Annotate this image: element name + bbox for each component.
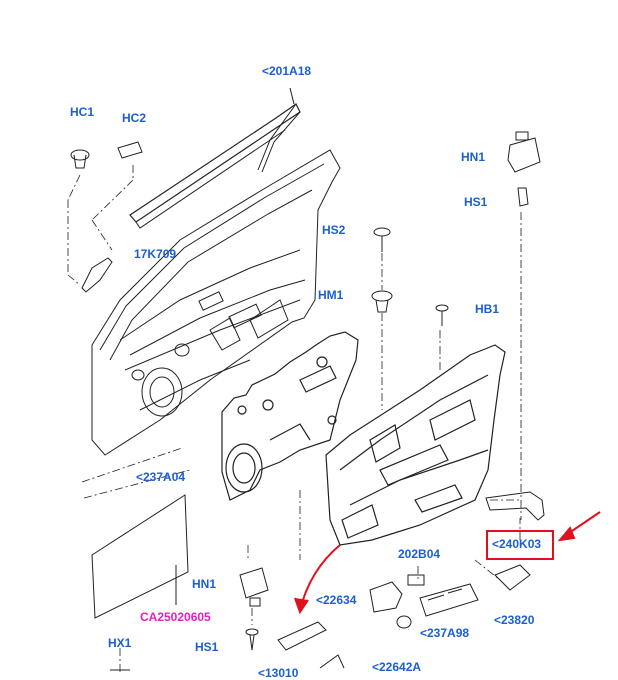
window-run-channel <box>129 87 301 229</box>
label-17k709: 17K709 <box>134 247 177 261</box>
red-arrows <box>294 511 601 615</box>
label-hs2: HS2 <box>322 223 346 237</box>
label-hm1: HM1 <box>318 288 344 302</box>
label-202b04: 202B04 <box>398 547 441 561</box>
label-237a98: <237A98 <box>420 626 470 640</box>
label-22634: <22634 <box>316 593 357 607</box>
label-hs1-bottom: HS1 <box>195 640 219 654</box>
label-hb1: HB1 <box>475 302 500 316</box>
label-hn1-bottom: HN1 <box>192 577 217 591</box>
label-ca25020605: CA25020605 <box>140 610 211 624</box>
label-240k03: <240K03 <box>492 537 542 551</box>
label-hc1: HC1 <box>70 105 95 119</box>
door-glass <box>91 494 189 619</box>
watershield-237a04 <box>221 331 359 501</box>
label-237a04: <237A04 <box>136 470 186 484</box>
label-23820: <23820 <box>494 613 535 627</box>
label-hn1-top: HN1 <box>461 150 486 164</box>
highlight-box-240k03 <box>486 530 554 560</box>
label-201a18: <201A18 <box>262 64 312 78</box>
label-hc2: HC2 <box>122 111 147 125</box>
fasteners <box>70 131 545 671</box>
label-hx1: HX1 <box>108 636 132 650</box>
label-22642a: <22642A <box>372 660 422 674</box>
door-trim-panel <box>325 344 506 546</box>
label-hs1-top: HS1 <box>464 195 488 209</box>
door-shell <box>91 149 341 456</box>
label-13010: <13010 <box>258 666 299 680</box>
leader-lines <box>67 165 522 675</box>
